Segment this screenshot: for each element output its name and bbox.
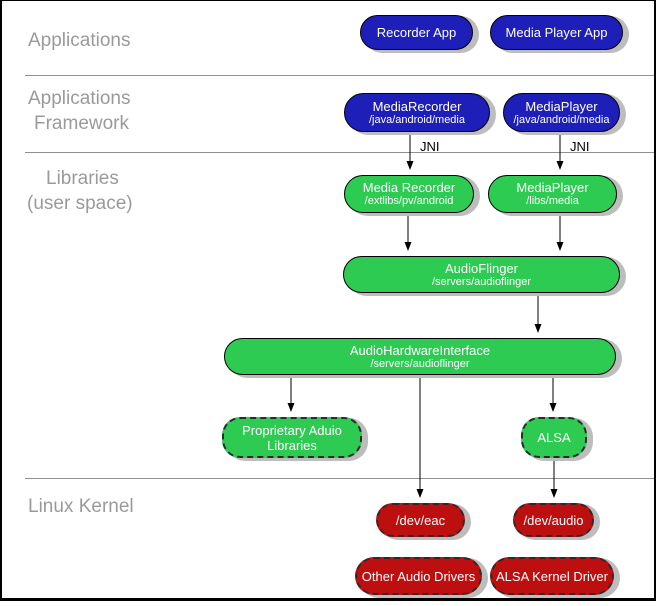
node-path: /servers/audioflinger (370, 357, 470, 370)
node-media-player-app: Media Player App (490, 15, 623, 50)
jni-label-left: JNI (420, 139, 440, 154)
node-title: AudioFlinger (445, 260, 518, 276)
node-title: /dev/eac (395, 512, 446, 528)
node-mediaplayer-library: MediaPlayer /libs/media (488, 175, 617, 213)
node-title: MediaRecorder (372, 98, 462, 114)
node-path: /java/android/media (513, 113, 610, 126)
layer-label-text: Applications (28, 88, 131, 109)
node-audioflinger: AudioFlinger /servers/audioflinger (343, 256, 620, 293)
layer-label-applications-framework: Applications Framework (28, 86, 130, 136)
layer-divider-kernel (25, 478, 654, 479)
jni-label-right: JNI (570, 139, 590, 154)
layer-label-text: (user space) (27, 193, 133, 214)
layer-label-text: Framework (34, 113, 130, 134)
node-title: Media Player App (505, 25, 608, 40)
node-title: ALSA (537, 430, 571, 445)
layer-label-applications: Applications (28, 28, 130, 53)
layer-label-linux-kernel: Linux Kernel (28, 494, 134, 519)
node-title: /dev/audio (523, 512, 584, 528)
node-path: /extlibs/pv/android (364, 195, 454, 207)
node-media-recorder-library: Media Recorder /extlibs/pv/android (344, 175, 474, 213)
node-audiohardwareinterface: AudioHardwareInterface /servers/audiofli… (224, 338, 616, 375)
node-title: Recorder App (376, 25, 457, 40)
node-title: Other Audio Drivers (361, 568, 476, 584)
layer-divider-framework (25, 152, 654, 153)
node-title: MediaPlayer (525, 98, 598, 114)
node-dev-eac: /dev/eac (376, 503, 465, 537)
layer-label-text: Applications (28, 30, 131, 51)
layer-label-text: Linux Kernel (28, 496, 134, 517)
node-title: Proprietary Aduio Libraries (242, 422, 342, 453)
node-alsa-kernel-driver: ALSA Kernel Driver (490, 557, 614, 595)
node-mediarecorder-framework: MediaRecorder /java/android/media (344, 93, 490, 132)
node-proprietary-audio-libraries: Proprietary Aduio Libraries (222, 417, 362, 458)
node-title: AudioHardwareInterface (349, 342, 491, 358)
node-alsa: ALSA (521, 417, 587, 458)
layer-label-libraries: Libraries (user space) (27, 166, 133, 216)
node-path: /java/android/media (368, 113, 465, 126)
node-dev-audio: /dev/audio (513, 503, 594, 537)
node-path: /libs/media (526, 195, 579, 207)
node-title: Media Recorder (362, 180, 456, 195)
node-title: ALSA Kernel Driver (496, 568, 608, 584)
node-recorder-app: Recorder App (360, 15, 473, 50)
node-title: MediaPlayer (516, 180, 589, 195)
node-mediaplayer-framework: MediaPlayer /java/android/media (503, 93, 620, 132)
node-path: /servers/audioflinger (431, 275, 532, 288)
layer-label-text: Libraries (46, 168, 119, 189)
node-other-audio-drivers: Other Audio Drivers (355, 557, 482, 595)
layer-divider-applications (25, 75, 654, 76)
